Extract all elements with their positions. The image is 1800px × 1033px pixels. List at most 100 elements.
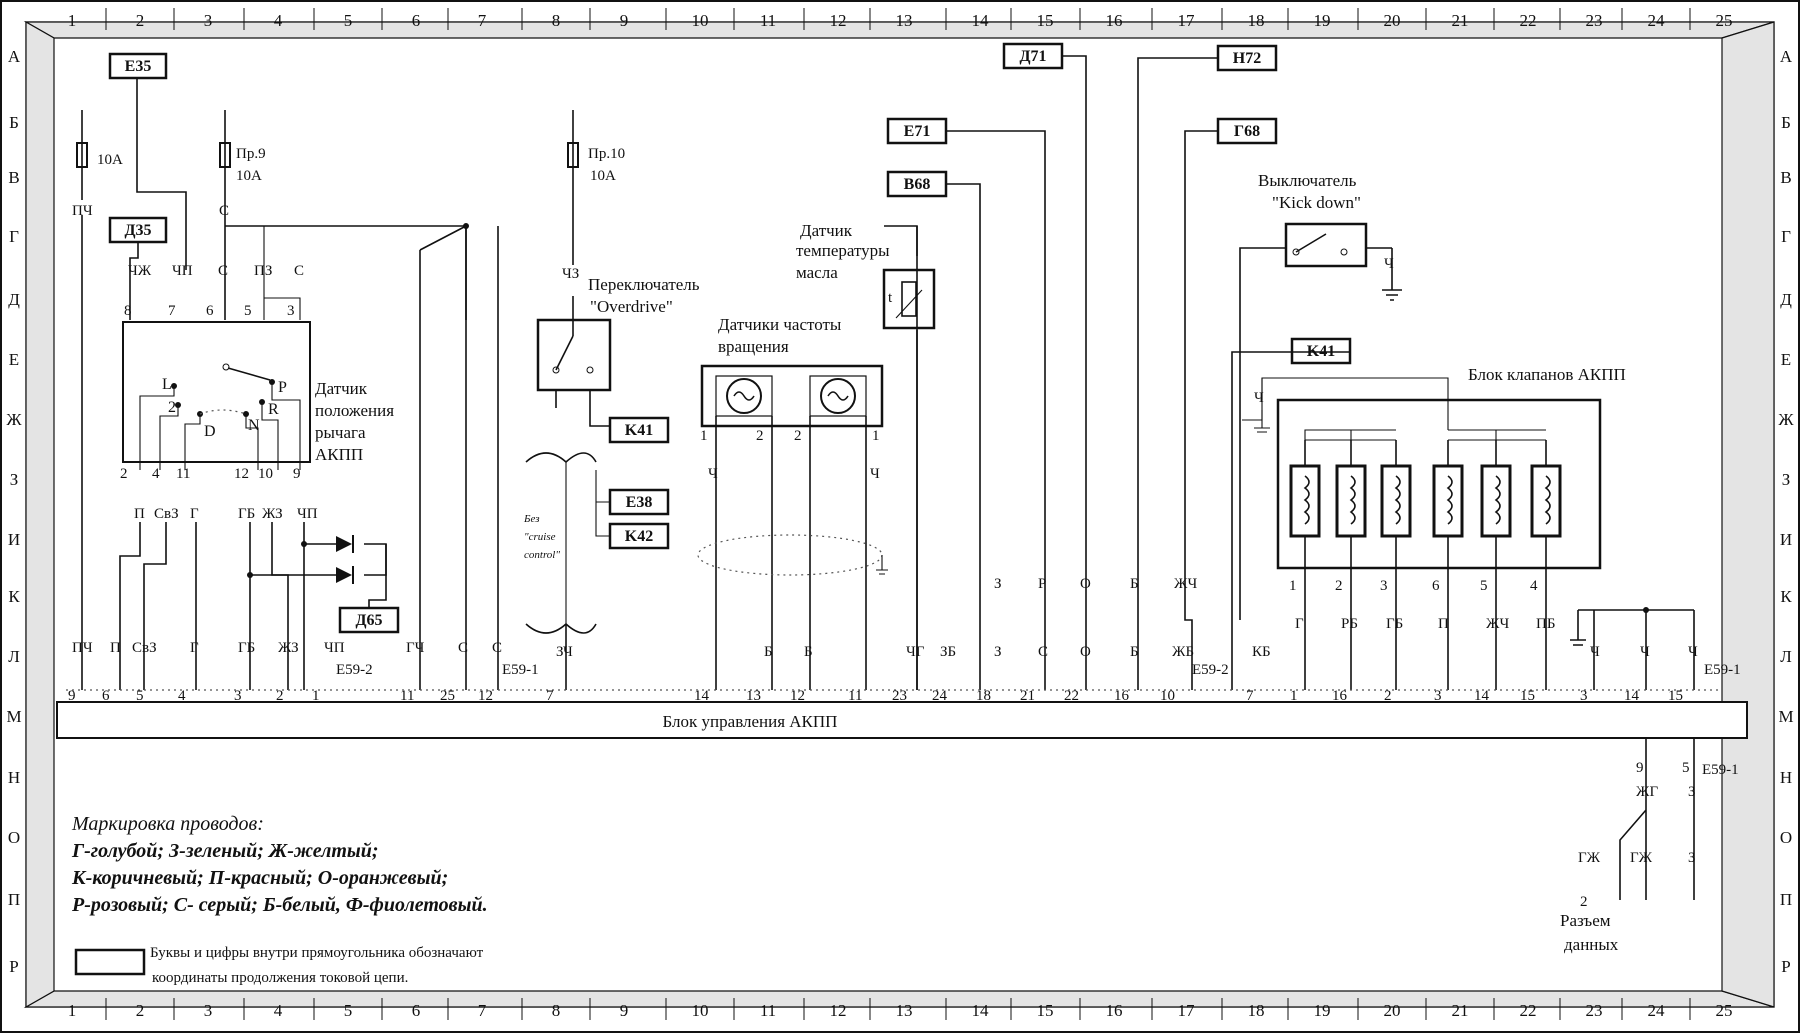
wire-chp-lever: ЧП [297,506,318,522]
overdrive-switch: Переключатель "Overdrive" Без "cruise co… [523,275,700,690]
valve-wire-label: Г [1295,616,1304,632]
valve-block-label: Блок клапанов АКПП [1468,365,1626,384]
column-label: 20 [1384,1001,1401,1020]
valve-coil [1349,475,1356,525]
bottom-pin-2: 2 [1580,894,1588,910]
ref-k42: K42 [608,522,670,550]
wire-ch-speed2: Ч [870,466,880,482]
wire-s-bottom: С [458,640,468,656]
connector-e59-1-left: E59-1 [502,662,539,678]
column-label: 22 [1520,1001,1537,1020]
wire-chp-top: ЧП [172,263,193,279]
wire-zhz-lever: ЖЗ [262,506,283,522]
ecu-pin-3: 3 [234,688,242,704]
lever-label-1: Датчик [315,379,368,398]
legend-box-note-2: координаты продолжения токовой цепи. [152,970,408,986]
wire-zb: ЗБ [940,644,956,660]
lever-pos-r: R [268,401,279,418]
ref-g68: Г68 [1216,117,1278,145]
fuse-1-rating: 10A [97,152,123,168]
wire-chp-bottom: ЧП [324,640,345,656]
lever-bottom-pin-4: 4 [152,466,160,482]
data-connector: 9 5 E59-1 ЖГ З ГЖ ГЖ З 2 Разъем данных [1560,738,1739,954]
valve-bus-top [1304,429,1546,440]
wire-kb: КБ [1252,644,1271,660]
wire-ch-valve: Ч [1254,390,1264,406]
kickdown-label-2: "Kick down" [1272,193,1361,212]
data-conn-label-2: данных [1564,935,1619,954]
ecu-pin-1: 1 [312,688,320,704]
speed-label-2: вращения [718,337,789,356]
ecu-pin-15b: 15 [1668,688,1683,704]
ref-k41: K41 [608,416,670,444]
column-label: 11 [760,11,776,30]
no-cruise-2: "cruise [524,531,556,543]
row-label: К [8,587,20,606]
wire-ch-g1: Ч [1590,644,1600,660]
wire-zhch-top: ЖЧ [1174,576,1197,592]
lever-bottom-pin-11: 11 [176,466,190,482]
column-label: 24 [1648,1001,1666,1020]
wire-b-bottom: Б [1130,644,1139,660]
wire-gch-bottom: ГЧ [406,640,425,656]
column-label: 10 [692,1001,709,1020]
ref-e71: E71 [886,117,948,145]
ref-e35-label: E35 [125,58,152,75]
ecu-pin-13: 13 [746,688,761,704]
ecu-pin-4: 4 [178,688,186,704]
ecu-pin-1-right: 1 [1290,688,1298,704]
ecu-pin-3-right: 3 [1434,688,1442,704]
wire-pch-top: ПЧ [72,203,93,219]
column-label: 22 [1520,11,1537,30]
ecu-pin-23: 23 [892,688,907,704]
column-label: 2 [136,1001,145,1020]
row-label: А [1780,47,1793,66]
row-label: Д [1780,290,1792,309]
valve-wire-label: ЖЧ [1486,616,1509,632]
ecu-pin-25: 25 [440,688,455,704]
wire-o-top: О [1080,576,1091,592]
legend-line-1: Г-голубой; З-зеленый; Ж-желтый; [71,840,379,862]
wire-z-conn2: З [1688,850,1696,866]
ecu-pin-16a: 16 [1114,688,1130,704]
legend-line-2: К-коричневый; П-красный; О-оранжевый; [71,867,448,889]
lever-bottom-pin-9: 9 [293,466,301,482]
column-label: 16 [1106,11,1123,30]
ecu-pin-3b: 3 [1580,688,1588,704]
valve-pin: 5 [1480,578,1488,594]
ecu-pin-2: 2 [276,688,284,704]
column-label: 9 [620,1001,629,1020]
lever-top-pin-6: 6 [206,303,214,319]
column-label: 18 [1248,11,1265,30]
ref-b68-label: B68 [904,176,931,193]
lever-pos-p: P [278,379,287,396]
legend-line-3: Р-розовый; С- серый; Б-белый, Ф-фиолетов… [71,894,488,916]
wire-ch-speed1: Ч [708,466,718,482]
column-label: 1 [68,1001,77,1020]
wire-ch-g2: Ч [1640,644,1650,660]
wire-pz-top: ПЗ [254,263,272,279]
valve-wire-label: П [1438,616,1449,632]
row-label: Л [8,647,20,666]
lever-label-4: АКПП [315,445,363,464]
lever-pos-d: D [204,423,216,440]
column-label: 15 [1037,1001,1054,1020]
ref-e35: E35 [108,52,168,80]
lever-top-pin-3: 3 [287,303,295,319]
wire-b-speed1: Б [764,644,773,660]
valve-pin: 6 [1432,578,1440,594]
wire-zhz-bottom: ЖЗ [278,640,299,656]
wire-r-top: Р [1038,576,1046,592]
row-label: П [8,890,20,909]
column-label: 18 [1248,1001,1265,1020]
lever-top-pin-5: 5 [244,303,252,319]
row-label: Ж [6,410,22,429]
column-label: 23 [1586,1001,1603,1020]
ref-d71-label: Д71 [1019,48,1046,65]
speed-pin-2a: 2 [756,428,764,444]
row-label: Б [1781,113,1791,132]
no-cruise-3: control" [524,549,560,561]
column-label: 11 [760,1001,776,1020]
